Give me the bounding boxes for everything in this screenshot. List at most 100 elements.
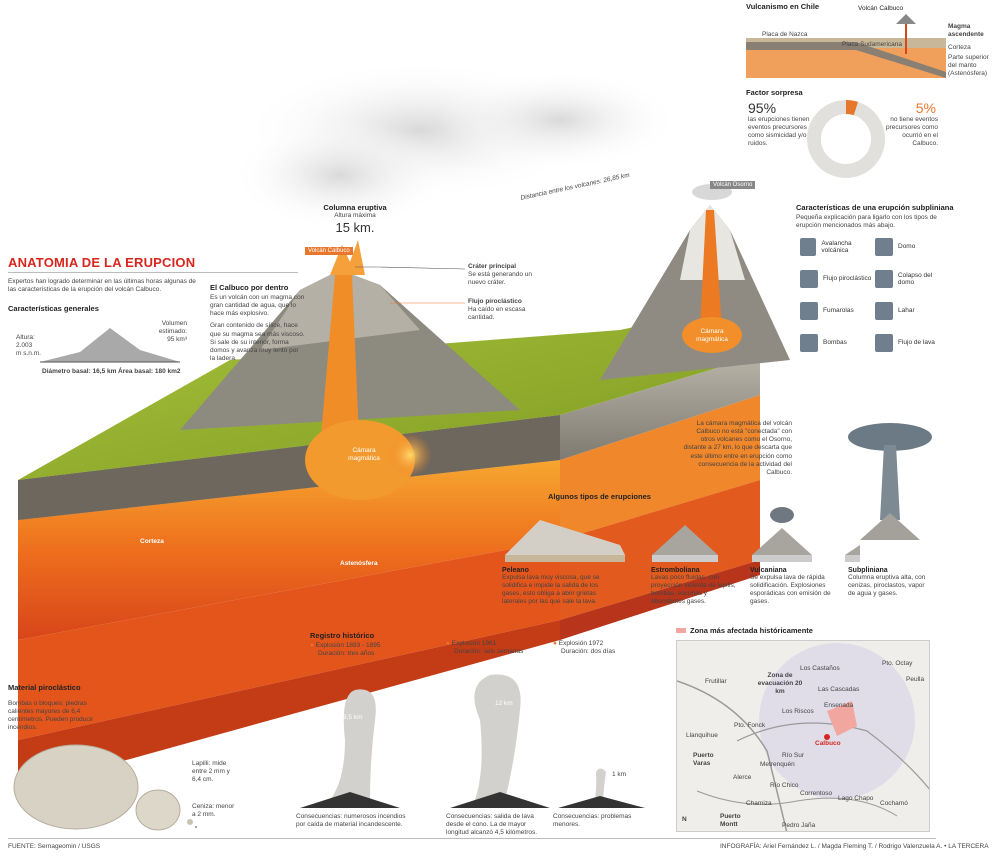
factor-5-value: 5%	[915, 100, 936, 116]
registro-height-1: 9,5 km	[343, 714, 363, 721]
chile-nazca-label: Placa de Nazca	[762, 31, 808, 38]
calbuco-inside-p1: Es un volcán con un magma con gran canti…	[210, 294, 305, 318]
intro-text: Expertos han logrado determinar en las ú…	[8, 278, 196, 294]
flujo-text: Ha caído en escasa cantidad.	[468, 306, 526, 322]
registro-height-2: 12 km	[495, 700, 513, 707]
crater-text: Se está generando un nuevo cráter.	[468, 271, 532, 287]
material-bombas: Bombas o bloques: piedras calientes mayo…	[8, 700, 94, 732]
pyroclastic-flow-icon	[800, 270, 818, 288]
fumarole-icon	[800, 302, 818, 320]
registro-height-3: 1 km	[612, 771, 627, 778]
subpliniana-sub: Pequeña explicación para ligarlo con los…	[796, 214, 937, 230]
legend-flujo-piroclastico: Flujo piroclástico	[800, 267, 875, 291]
tipo-estromboliana: Estromboliana Lavas poco fluidas, con pr…	[651, 567, 736, 606]
title-rule	[8, 272, 298, 273]
dome-icon	[875, 238, 893, 256]
material-ceniza: Ceniza: menor a 2 mm.	[192, 803, 235, 819]
general-profile-graphic	[40, 328, 180, 363]
registro-item-1: ● Explosión 1893 - 1895 Duración: tres a…	[310, 642, 381, 658]
mapa-header: Zona más afectada históricamente	[676, 626, 813, 635]
map-place-metrenquen: Metrenquén	[760, 761, 795, 768]
registro-item-2: ● Explosión 1961 Duración: seis semanas	[446, 640, 524, 656]
chile-volcan-label: Volcán Calbuco	[858, 5, 904, 12]
map-graphic	[677, 643, 929, 831]
chile-subduction-diagram	[746, 14, 946, 78]
chile-header: Vulcanismo en Chile	[746, 2, 820, 11]
registro-cons-1: Consecuencias: numerosos incendios por c…	[296, 813, 406, 829]
astenosfera-label: Astenósfera	[340, 560, 378, 567]
lava-flow-icon	[875, 334, 893, 352]
factor-5-text: no tiene eventos precursores como ocurri…	[885, 116, 938, 148]
tipos-header: Algunos tipos de erupciones	[548, 492, 651, 501]
legend-flujo-lava: Flujo de lava	[875, 331, 950, 355]
registro-item-3: ● Explosión 1972 Duración: dos días	[553, 640, 616, 656]
tipos-illustrations	[505, 507, 860, 562]
map-place-llanquihue: Llanquihue	[686, 732, 718, 739]
zona-swatch	[676, 628, 686, 633]
peleano-illustration	[505, 520, 625, 562]
map-panel	[676, 640, 930, 832]
dome-collapse-icon	[875, 270, 893, 288]
lahar-icon	[875, 302, 893, 320]
tipo-peleano: Peleano Expulsa lava muy viscosa, que se…	[502, 567, 600, 606]
registro-header: Registro histórico	[310, 631, 375, 640]
area-text: Área basal: 180 km2	[118, 368, 181, 375]
flujo-title: Flujo piroclástico	[468, 298, 522, 305]
flujo-callout: Flujo piroclástico Ha caído en escasa ca…	[468, 298, 540, 322]
chile-manto-label: Parte superior del manto (Astenósfera)	[948, 54, 989, 78]
north-arrow-icon: N	[682, 816, 687, 823]
map-place-riscos: Los Riscos	[782, 708, 814, 715]
calbuco-inside-block: El Calbuco por dentro Es un volcán con u…	[210, 283, 305, 363]
material-header: Material piroclástico	[8, 683, 81, 692]
volumen-label: Volumen estimado: 95 km³	[158, 320, 187, 344]
map-place-alerce: Alerce	[733, 774, 752, 781]
factor-95-value: 95%	[748, 100, 777, 116]
footer-rule	[8, 838, 936, 839]
columna-label: Columna eruptiva	[323, 203, 387, 212]
subpliniana-column-illustration	[848, 423, 932, 540]
camara-magmatica-2: Cámara magmática	[696, 328, 728, 344]
map-place-correntoso: Correntoso	[800, 790, 833, 797]
camara-magmatica-1: Cámara magmática	[348, 447, 380, 463]
map-place-pedro-jana: Pedro Jaña	[782, 822, 816, 829]
factor-95-text: las erupciones tienen eventos precursore…	[748, 116, 810, 148]
fuente-text: FUENTE: Sernageomin / USGS	[8, 843, 101, 850]
crater-title: Cráter principal	[468, 263, 517, 270]
legend-domo: Domo	[875, 235, 950, 259]
legend-colapso: Colapso del domo	[875, 267, 950, 291]
map-place-chamiza: Chamiza	[746, 800, 772, 807]
map-place-peulla: Peulla	[906, 676, 925, 683]
volcan-osorno-tag: Volcán Osorno	[710, 181, 756, 189]
legend-fumarolas: Fumarolas	[800, 299, 875, 323]
legend-bombas: Bombas	[800, 331, 875, 355]
vulcaniana-illustration	[752, 507, 812, 562]
subpliniana-legend: Avalancha volcánica Domo Flujo piroclást…	[800, 235, 950, 355]
columna-value: 15 km.	[335, 220, 375, 236]
map-place-castanos: Los Castaños	[800, 665, 840, 672]
volcan-calbuco-tag: Volcán Calbuco	[305, 247, 353, 255]
chile-magma-label: Magma ascendente	[948, 23, 984, 39]
map-zona-label: Zona de evacuación 20 km	[757, 672, 803, 696]
map-place-rio-chico: Río Chico	[770, 782, 799, 789]
map-place-fonck: Pto. Fonck	[734, 722, 766, 729]
material-lapilli: Lapilli: mide entre 2 mm y 6,4 cm.	[192, 760, 230, 784]
avalanche-icon	[800, 238, 817, 256]
page-title: ANATOMIA DE LA ERUPCION	[8, 255, 196, 270]
calbuco-inside-p2: Gran contenido de sílice, hace que su ma…	[210, 322, 305, 362]
tipo-vulcaniana: Vulcaniana Se expulsa lava de rápida sol…	[750, 567, 831, 606]
callout-lines	[355, 266, 466, 304]
column-1961	[450, 674, 550, 808]
map-place-octay: Pto. Octay	[882, 660, 913, 667]
pyroclastic-rocks	[13, 744, 197, 831]
tipo-subpliniana: Subpliniana Columna eruptiva alta, con c…	[848, 567, 926, 598]
column-1893	[300, 689, 400, 808]
map-place-puerto-montt: Puerto Montt	[720, 813, 741, 829]
calbuco-inside-header: El Calbuco por dentro	[210, 283, 289, 292]
factor-header: Factor sorpresa	[746, 88, 803, 97]
columna-sub: Altura máxima	[334, 212, 376, 219]
subpliniana-illustration	[845, 545, 860, 562]
column-1972	[558, 768, 645, 808]
estromboliana-illustration	[652, 525, 718, 562]
map-place-ensenada: Ensenada	[824, 702, 854, 709]
